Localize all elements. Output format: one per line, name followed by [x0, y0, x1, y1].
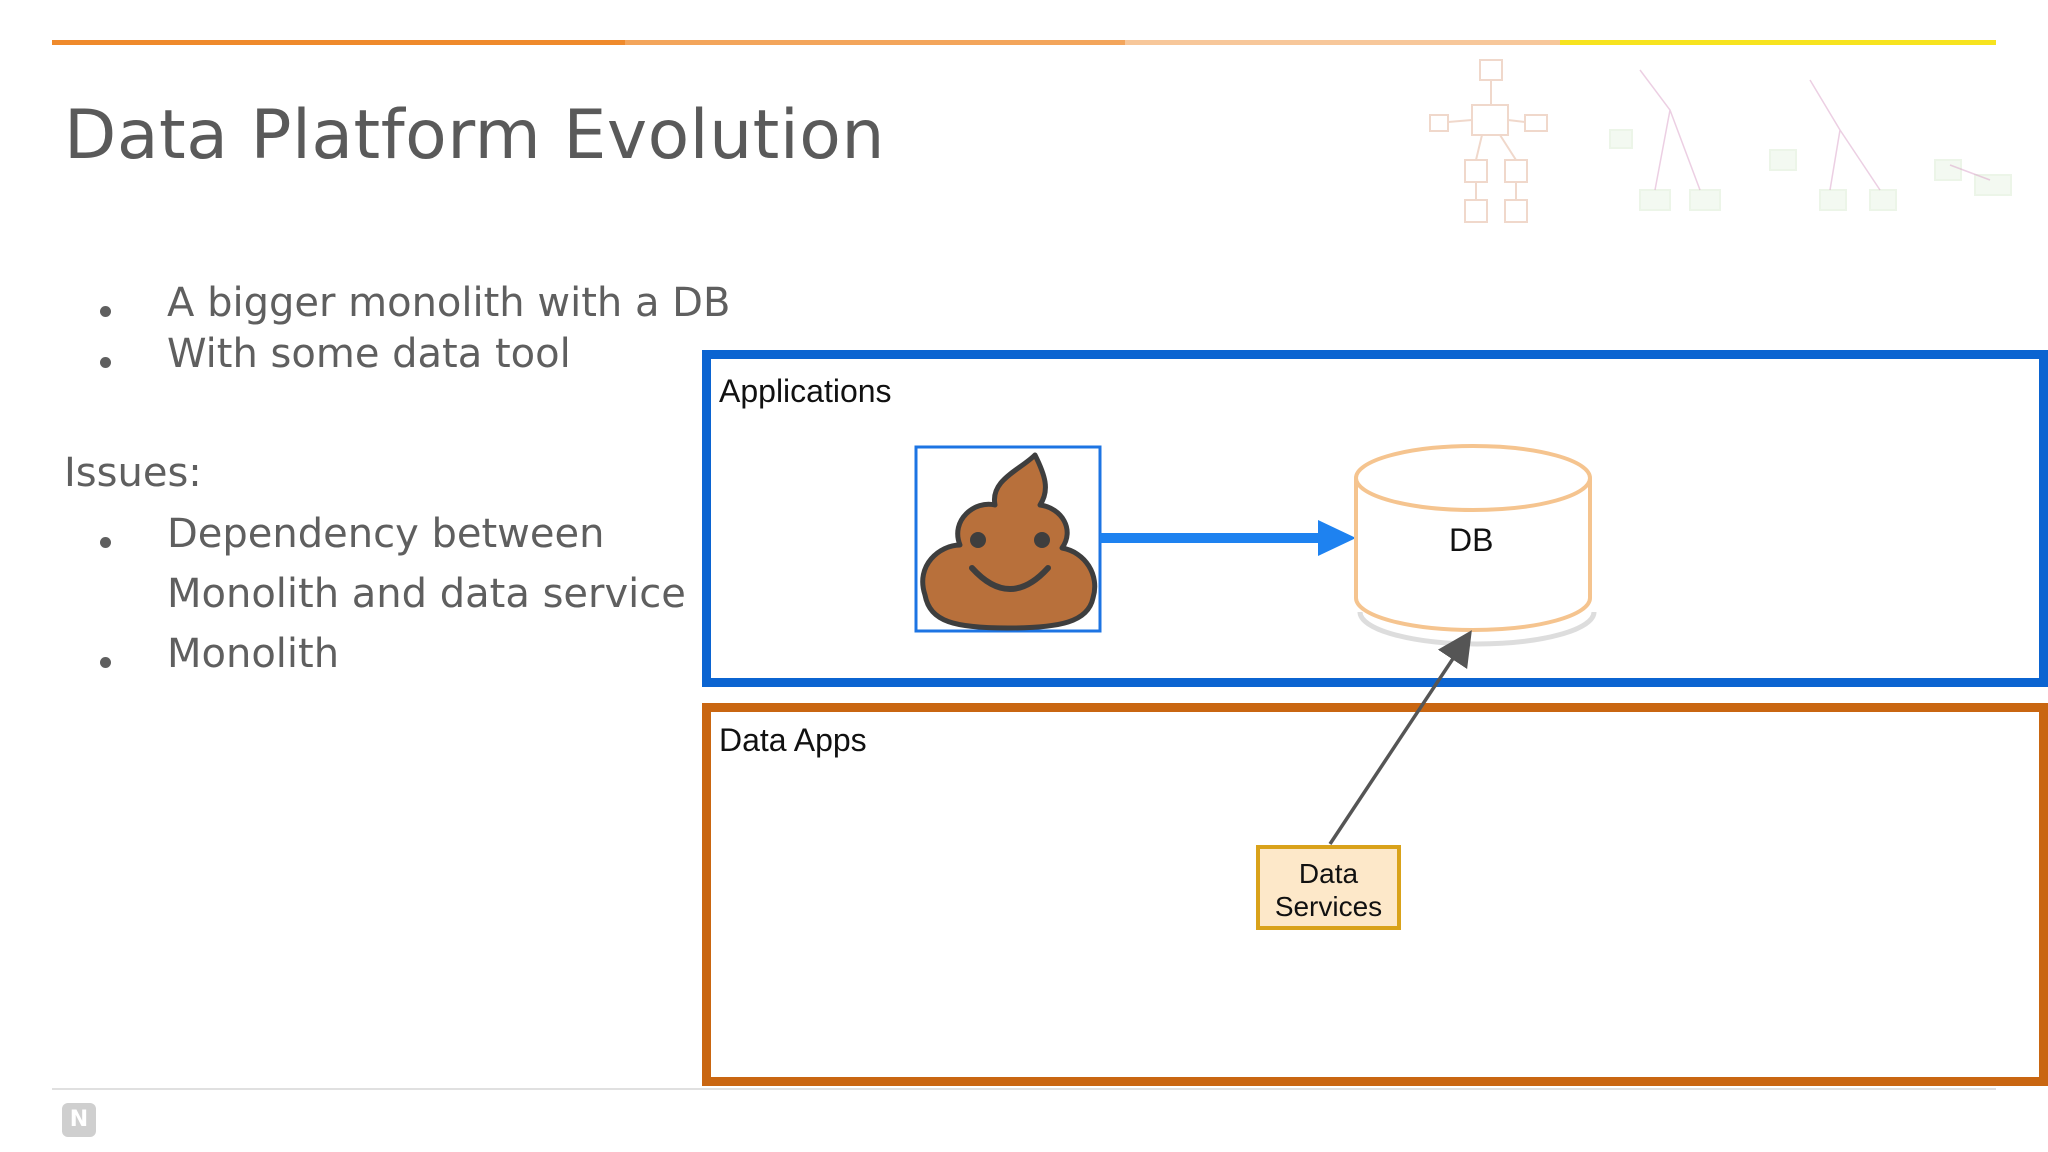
bullet-dot	[100, 357, 111, 368]
slide-title: Data Platform Evolution	[64, 96, 885, 175]
applications-label: Applications	[719, 373, 892, 409]
top-accent-bar-4	[1560, 40, 1996, 45]
top-accent-bar-2	[625, 40, 1125, 45]
bullet-item: A bigger monolith with a DB	[167, 280, 731, 326]
data-apps-label: Data Apps	[719, 722, 867, 758]
footer-divider	[52, 1088, 1996, 1090]
data-services-label-line1: Data	[1298, 858, 1359, 889]
bullet-dot	[100, 306, 111, 317]
top-accent-bar-1	[52, 40, 625, 45]
architecture-thumbnails-decoration	[1429, 59, 2012, 223]
data-services-label-line2: Services	[1274, 891, 1383, 922]
applications-container: Applications	[702, 350, 2048, 687]
db-label: DB	[1449, 522, 1494, 558]
data-services-box: Data Services	[1256, 845, 1401, 930]
issue-item-continued: Monolith and data service	[167, 571, 686, 617]
bullet-dot	[100, 537, 111, 548]
issue-item: Monolith	[167, 631, 340, 677]
logo-icon: N	[62, 1103, 96, 1137]
issues-heading: Issues:	[64, 450, 202, 496]
bullet-item: With some data tool	[167, 331, 571, 377]
top-accent-bar-3	[1125, 40, 1560, 45]
issue-item: Dependency between	[167, 511, 605, 557]
bullet-dot	[100, 657, 111, 668]
